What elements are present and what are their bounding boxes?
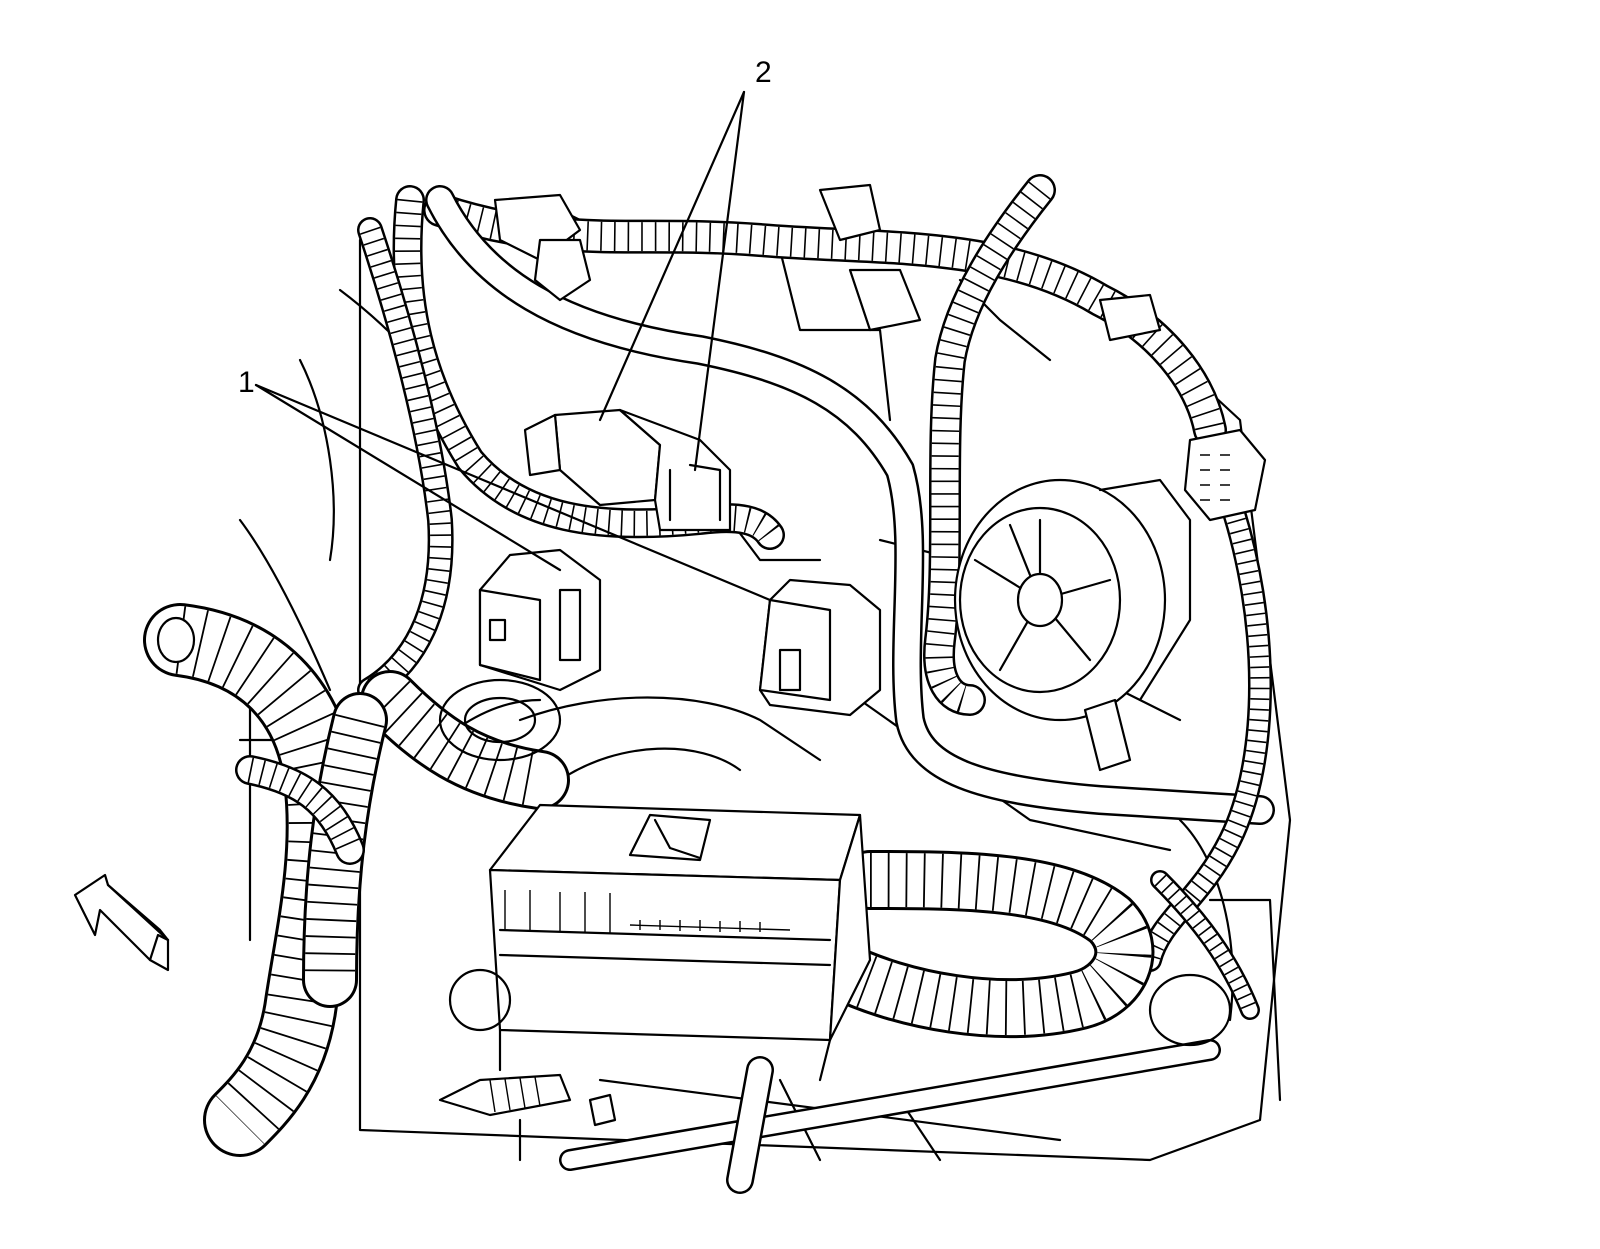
front-direction-arrow-icon bbox=[73, 873, 170, 972]
lower-pulleys bbox=[438, 678, 1232, 1047]
pulley bbox=[953, 478, 1192, 772]
junction-block bbox=[488, 803, 872, 1082]
connector-upper bbox=[523, 408, 732, 532]
upper-harness bbox=[423, 193, 1227, 447]
connector-right bbox=[758, 578, 882, 717]
rigid-tube bbox=[425, 185, 1275, 825]
lower-right-harness bbox=[810, 850, 1155, 1038]
connector-left bbox=[478, 548, 602, 692]
callout-2-label: 2 bbox=[755, 56, 772, 89]
sensor-plug bbox=[438, 1073, 617, 1127]
top-clips bbox=[493, 183, 1162, 342]
connector-far-right bbox=[1183, 428, 1267, 522]
main-harness bbox=[143, 603, 570, 1157]
right-harness bbox=[923, 174, 1272, 1020]
lower-tube bbox=[559, 1039, 1221, 1194]
callout-1-label: 1 bbox=[238, 366, 255, 399]
leader-lines bbox=[254, 90, 772, 602]
